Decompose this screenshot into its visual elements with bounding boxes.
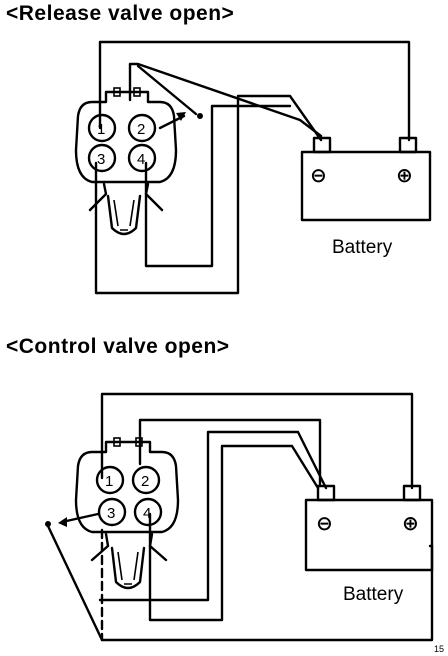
battery-label: Battery: [332, 237, 393, 258]
pin-3-label: 3: [97, 151, 105, 168]
pin-4: [127, 143, 157, 173]
arrow-head: [176, 112, 186, 121]
valve-nozzle-detail: [113, 199, 135, 231]
valve-connector: 1 2 3 4: [74, 437, 180, 590]
negative-terminal-icon: ⊖: [310, 165, 327, 187]
pin-1-label: 1: [105, 473, 113, 490]
switch-contact-dot: [45, 521, 51, 527]
wire-battery-negative-outer-loop: [98, 430, 328, 602]
positive-terminal-icon: ⊕: [396, 165, 413, 187]
switch-arm: [46, 524, 104, 642]
switch-contact-dot: [197, 113, 203, 119]
pin-2-label: 2: [141, 473, 149, 490]
pin-2-label: 2: [137, 121, 145, 138]
wire-pin1-to-battery-positive: [98, 40, 411, 142]
battery-positive-post: [398, 136, 418, 154]
pin-1: [87, 113, 117, 143]
pin-2: [131, 465, 161, 495]
valve-connector: 1 2 3 4: [74, 87, 178, 236]
negative-terminal-icon: ⊖: [316, 513, 333, 535]
arrow-head: [58, 517, 67, 527]
battery-label: Battery: [343, 584, 404, 605]
pin-1-label: 1: [97, 121, 105, 138]
wire-battery-negative-to-pin3: [94, 94, 323, 295]
wire-pin4-to-battery-negative: [144, 104, 292, 268]
positive-terminal-icon: ⊕: [402, 513, 419, 535]
switch-arrow: [60, 512, 100, 524]
battery-case: [300, 150, 432, 222]
connector-tab-right: [135, 437, 143, 447]
pin-4-label: 4: [137, 151, 145, 168]
pin-3: [97, 497, 127, 527]
battery: ⊖ ⊕: [300, 136, 432, 222]
corner-mark: 15: [434, 644, 444, 654]
pin-4-label: 4: [143, 505, 151, 522]
control-valve-diagram: 1 2 3 4 ⊖ ⊕ Battery: [45, 392, 434, 642]
connector-tab-left: [113, 87, 121, 97]
connector-tab-left: [113, 437, 121, 447]
diagram-title-control-valve-open: <Control valve open>: [6, 335, 230, 358]
wire-battery-negative-to-pin4: [148, 444, 320, 622]
pin-1: [95, 465, 125, 495]
battery-negative-post: [316, 484, 336, 502]
diagram-title-release-valve-open: <Release valve open>: [6, 2, 235, 25]
connector-housing: [74, 90, 178, 184]
valve-nozzle: [88, 182, 164, 236]
pin-4: [133, 497, 163, 527]
pin-3-label: 3: [107, 505, 115, 522]
connector-tab-right: [133, 87, 141, 97]
battery-positive-post: [402, 484, 422, 502]
battery-case: [304, 498, 434, 572]
connector-housing: [74, 440, 180, 534]
valve-nozzle: [90, 532, 168, 590]
battery-negative-post: [312, 136, 332, 154]
pin-2: [127, 113, 157, 143]
pin-3: [87, 143, 117, 173]
switch-arm: [136, 64, 198, 116]
wire-switch-lead: [128, 62, 323, 138]
valve-nozzle-detail: [117, 551, 139, 585]
battery: ⊖ ⊕: [304, 484, 434, 572]
release-valve-diagram: 1 2 3 4 ⊖ ⊕ Battery: [74, 40, 432, 295]
wire-pin1-to-battery-positive: [100, 392, 414, 490]
